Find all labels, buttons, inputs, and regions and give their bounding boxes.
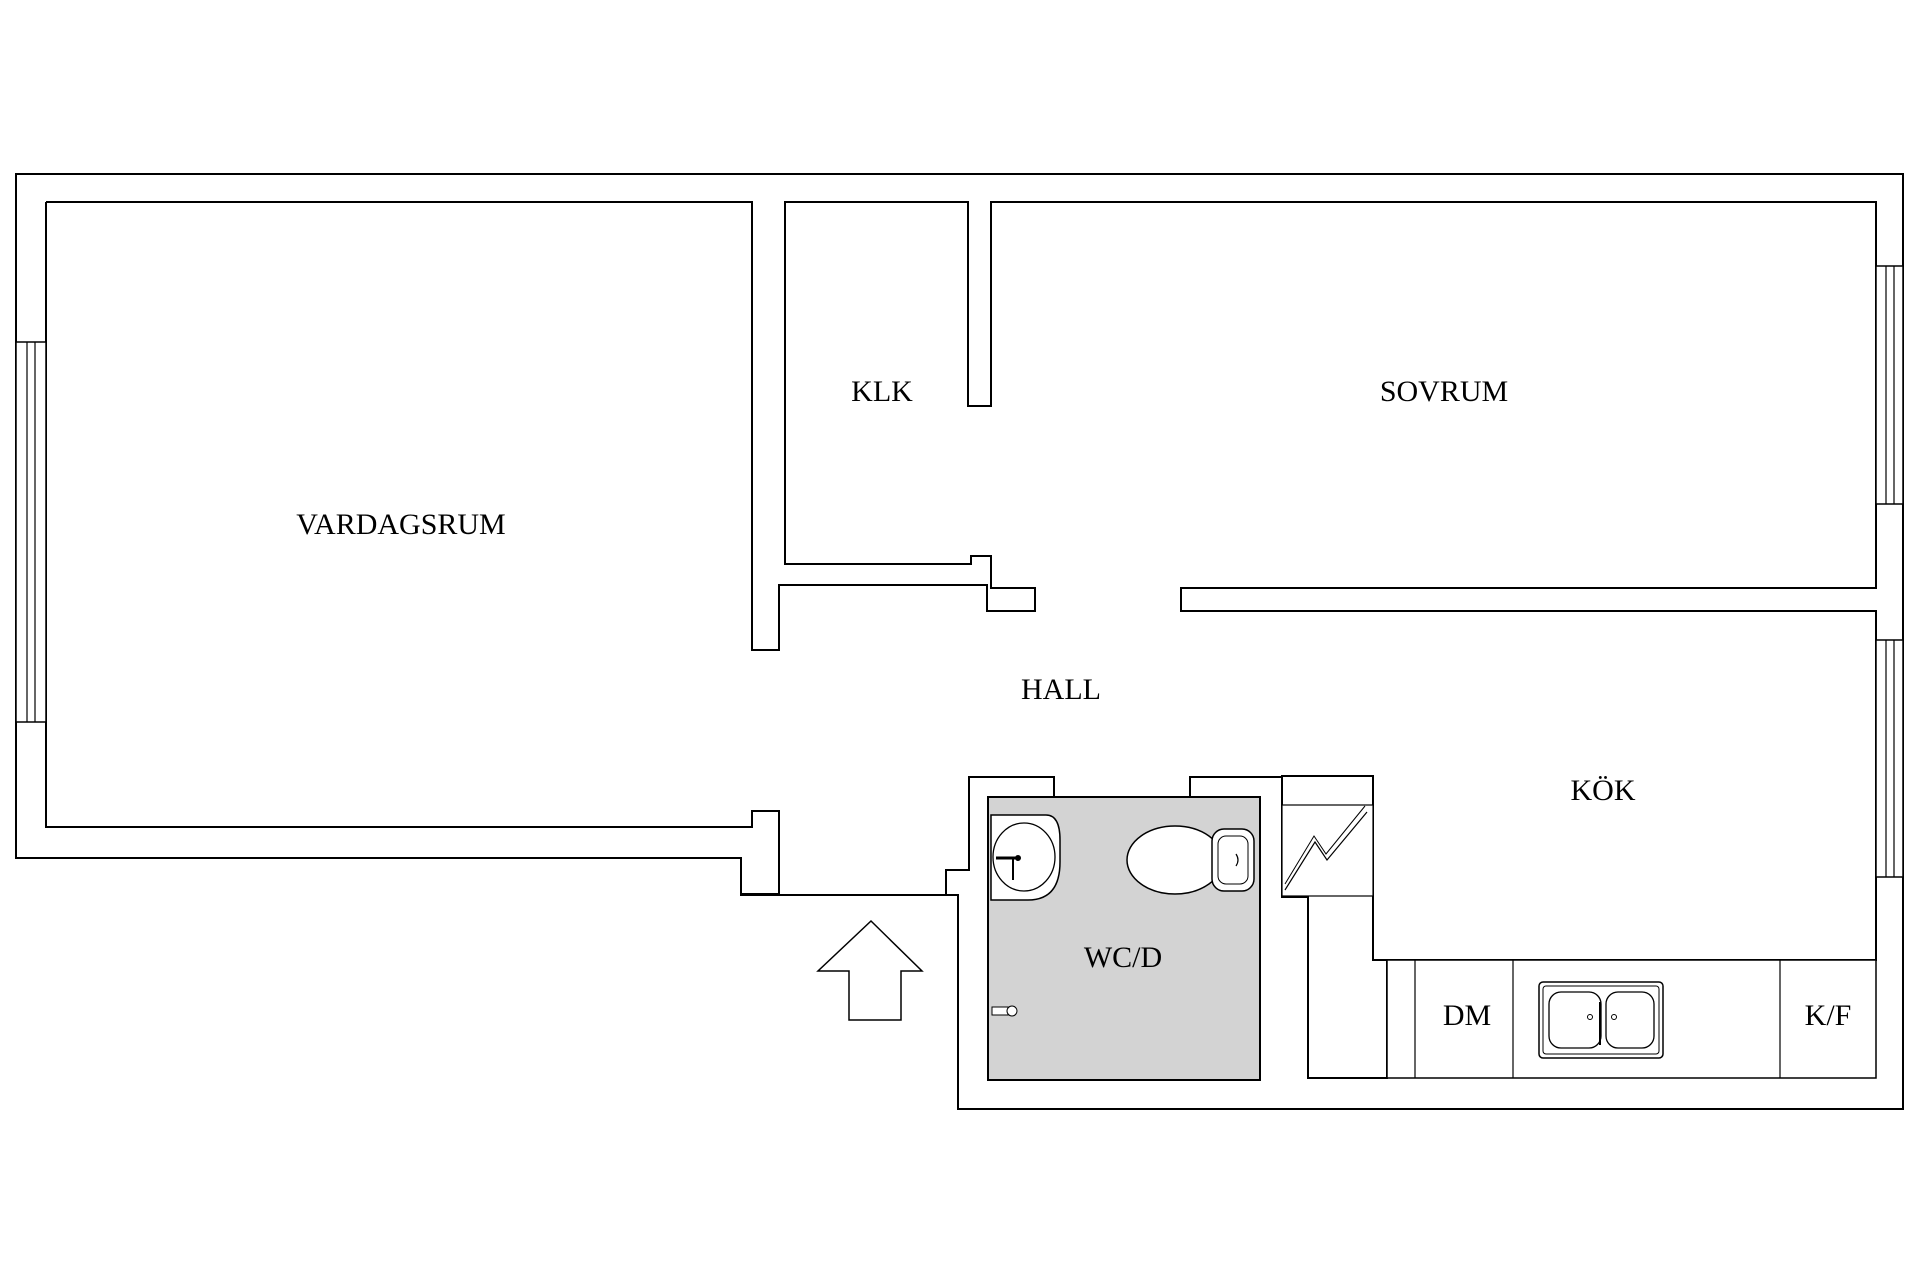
vardagsrum-lower-walls xyxy=(45,202,780,895)
drain-icon xyxy=(991,1005,1018,1017)
toilet-icon xyxy=(1126,825,1255,895)
room-label-klk: KLK xyxy=(851,375,913,408)
window-kok xyxy=(1875,639,1904,878)
room-label-kok: KÖK xyxy=(1571,774,1636,807)
washbasin-icon xyxy=(990,814,1061,901)
room-label-kf: K/F xyxy=(1805,999,1852,1032)
entrance-arrow-icon xyxy=(816,919,924,1021)
room-label-wcd: WC/D xyxy=(1084,941,1162,974)
window-sovrum xyxy=(1875,265,1904,505)
double-sink-icon xyxy=(1538,981,1664,1059)
vardagsrum-walls xyxy=(46,201,1877,1079)
room-label-vardagsrum: VARDAGSRUM xyxy=(296,508,506,541)
electric-panel-icon xyxy=(1281,804,1374,897)
window-left xyxy=(15,341,47,723)
room-label-dm: DM xyxy=(1443,999,1491,1032)
room-label-hall: HALL xyxy=(1021,673,1101,706)
room-label-sovrum: SOVRUM xyxy=(1380,375,1508,408)
